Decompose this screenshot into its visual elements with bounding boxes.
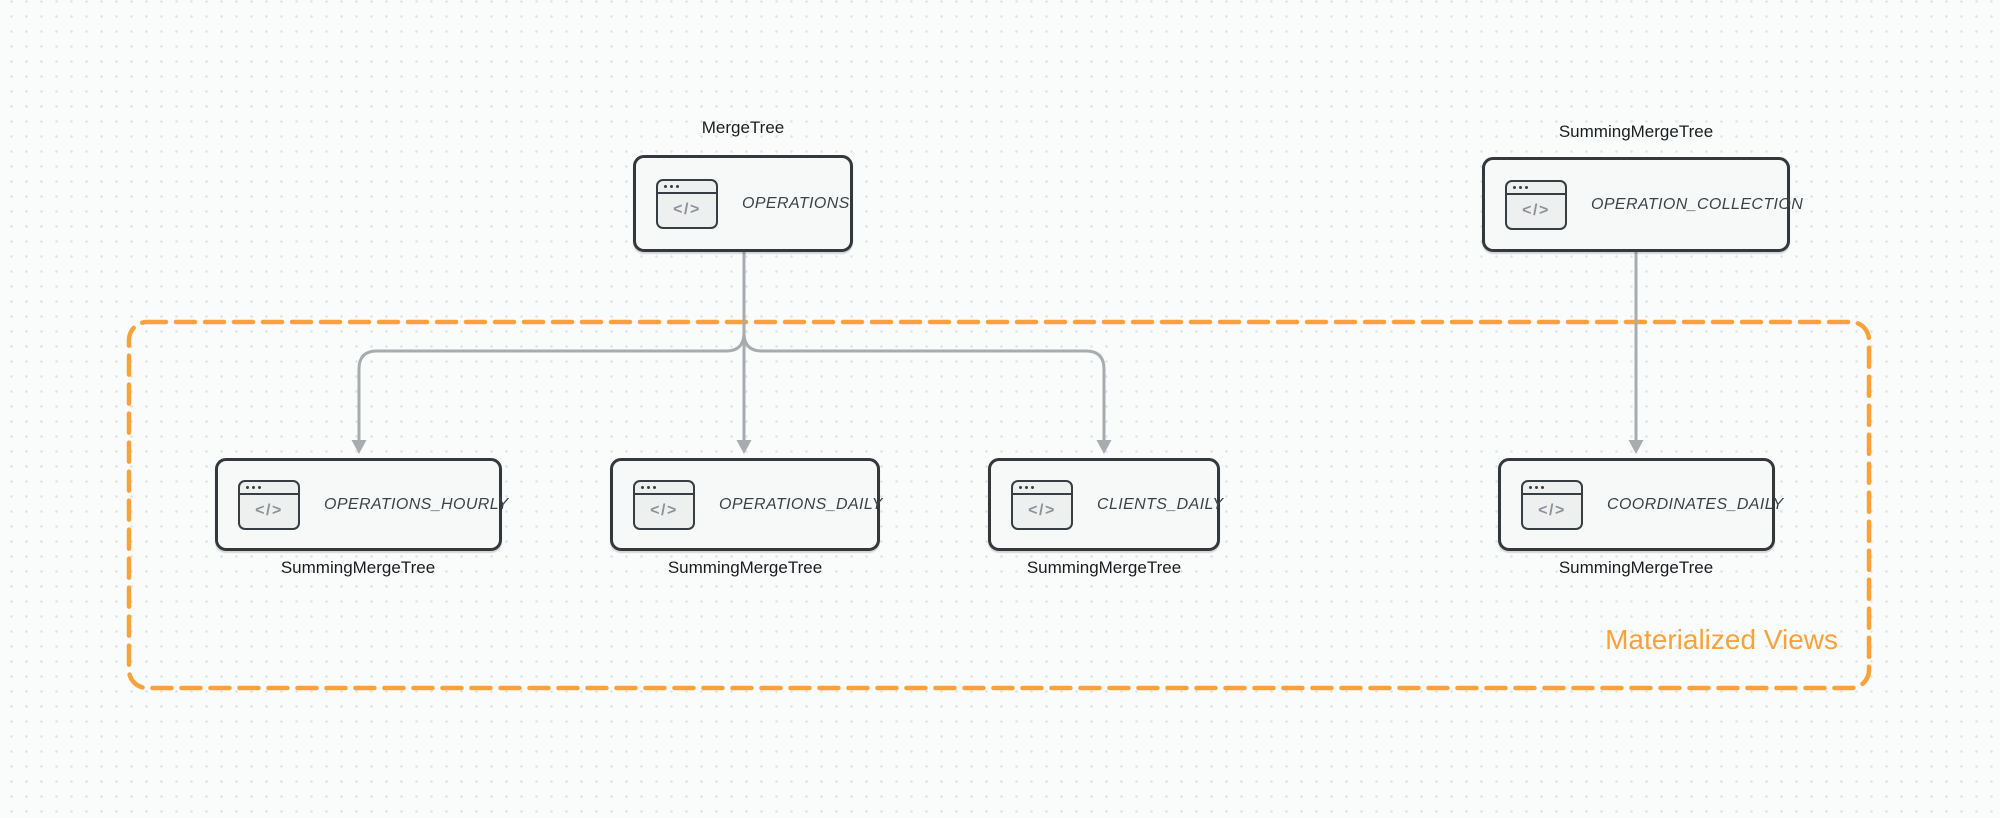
window-bar [1013, 482, 1071, 495]
node-operations[interactable]: </> OPERATIONS [633, 155, 853, 252]
window-dot [258, 485, 261, 489]
arrowhead-clients-daily [1096, 440, 1112, 454]
node-label: CLIENTS_DAILY [1097, 495, 1224, 513]
edge-operations-to-clients-daily [742, 252, 1106, 440]
node-operation-collection[interactable]: </> OPERATION_COLLECTION [1482, 157, 1803, 252]
code-window-icon: </> [633, 479, 695, 530]
node-coordinates-daily[interactable]: </> COORDINATES_DAILY [1498, 458, 1783, 551]
node-subtitle-operations-daily: SummingMergeTree [667, 558, 823, 577]
window-bar [658, 181, 716, 194]
window-dot [670, 184, 673, 188]
code-glyph: </> [650, 501, 678, 519]
node-title-operations: MergeTree [701, 118, 785, 137]
window-dot [1535, 485, 1538, 489]
node-subtitle-coordinates-daily: SummingMergeTree [1558, 558, 1714, 577]
arrowhead-coordinates-daily [1628, 440, 1644, 454]
node-label: OPERATION_COLLECTION [1591, 195, 1804, 213]
node-label: OPERATIONS_DAILY [719, 495, 883, 513]
node-subtitle-clients-daily: SummingMergeTree [1026, 558, 1182, 577]
edge-operations-to-operations-hourly [357, 252, 746, 440]
window-dot [641, 485, 644, 489]
code-window-icon: </> [1521, 479, 1583, 530]
node-operations-hourly[interactable]: </> OPERATIONS_HOURLY [215, 458, 508, 551]
arrowhead-operations-daily [736, 440, 752, 454]
code-window-icon: </> [1011, 479, 1073, 530]
window-dot [1019, 485, 1022, 489]
node-label: OPERATIONS [742, 194, 850, 212]
window-dot [1513, 185, 1516, 189]
window-dot [1529, 485, 1532, 489]
window-dot [676, 184, 679, 188]
node-subtitle-operations-hourly: SummingMergeTree [280, 558, 436, 577]
code-glyph: </> [673, 200, 701, 218]
node-operations-daily[interactable]: </> OPERATIONS_DAILY [610, 458, 883, 551]
window-bar [635, 482, 693, 495]
window-dot [1031, 485, 1034, 489]
window-dot [1025, 485, 1028, 489]
code-glyph: </> [1522, 201, 1550, 219]
code-window-icon: </> [1505, 179, 1567, 230]
code-window-icon: </> [238, 479, 300, 530]
window-dot [1541, 485, 1544, 489]
node-clients-daily[interactable]: </> CLIENTS_DAILY [988, 458, 1224, 551]
code-glyph: </> [1028, 501, 1056, 519]
node-label: OPERATIONS_HOURLY [324, 495, 509, 513]
window-dot [664, 184, 667, 188]
window-dot [1519, 185, 1522, 189]
materialized-views-label: Materialized Views [1605, 624, 1838, 655]
node-title-operation-collection: SummingMergeTree [1558, 122, 1714, 141]
window-dot [647, 485, 650, 489]
window-bar [1523, 482, 1581, 495]
window-dot [1525, 185, 1528, 189]
code-glyph: </> [255, 501, 283, 519]
arrowhead-operations-hourly [351, 440, 367, 454]
window-dot [252, 485, 255, 489]
window-dot [246, 485, 249, 489]
node-label: COORDINATES_DAILY [1607, 495, 1784, 513]
code-glyph: </> [1538, 501, 1566, 519]
window-dot [653, 485, 656, 489]
window-bar [240, 482, 298, 495]
window-bar [1507, 182, 1565, 195]
code-window-icon: </> [656, 178, 718, 229]
